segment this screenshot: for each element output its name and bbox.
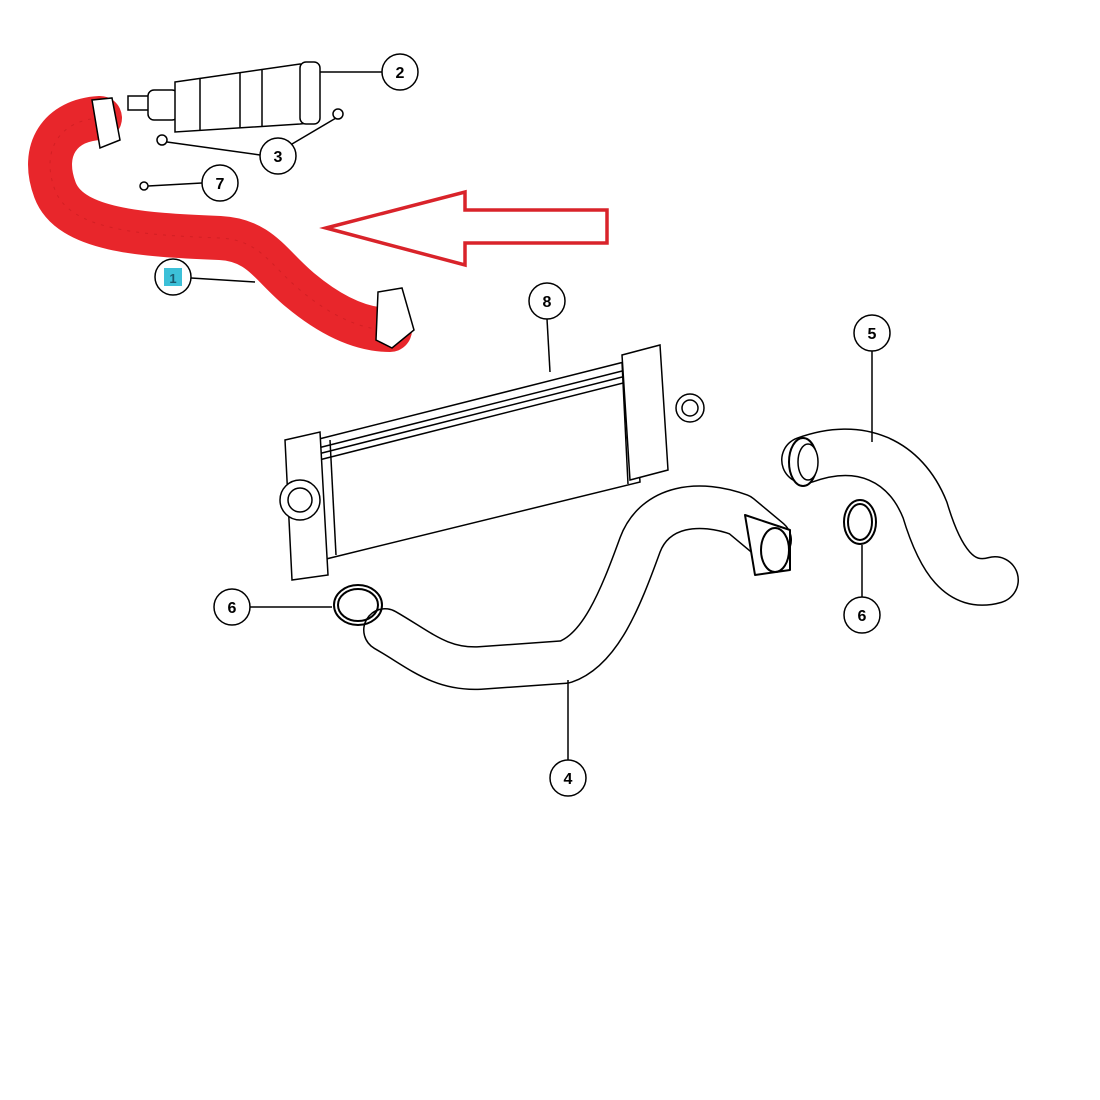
intercooler-8 (279, 344, 705, 581)
clips-3 (156, 108, 344, 146)
clamp-6-right (843, 499, 877, 545)
svg-text:5: 5 (868, 326, 877, 343)
callout-3[interactable]: 3 (259, 137, 297, 175)
svg-text:3: 3 (274, 149, 283, 166)
svg-text:6: 6 (228, 600, 237, 617)
callout-7[interactable]: 7 (201, 164, 239, 202)
hose-5 (781, 428, 1019, 606)
pointer-arrow (319, 189, 609, 268)
callout-5[interactable]: 5 (853, 314, 891, 352)
callout-6a[interactable]: 6 (213, 588, 251, 626)
callout-4[interactable]: 4 (549, 759, 587, 797)
callout-1[interactable]: 1 (154, 258, 192, 296)
hose-4 (363, 485, 792, 691)
leader-lines (147, 71, 873, 760)
callout-6b[interactable]: 6 (843, 596, 881, 634)
svg-text:1: 1 (169, 271, 176, 286)
hose-1 (28, 96, 415, 352)
highlight-badge (164, 268, 182, 286)
svg-text:4: 4 (564, 771, 573, 788)
svg-text:2: 2 (396, 65, 405, 82)
part-2 (127, 61, 321, 133)
clamp-6-left (333, 584, 383, 626)
svg-text:8: 8 (543, 294, 552, 311)
callout-8[interactable]: 8 (528, 282, 566, 320)
callout-2[interactable]: 2 (381, 53, 419, 91)
svg-text:6: 6 (858, 608, 867, 625)
clip-7 (139, 181, 149, 191)
svg-text:7: 7 (216, 176, 225, 193)
